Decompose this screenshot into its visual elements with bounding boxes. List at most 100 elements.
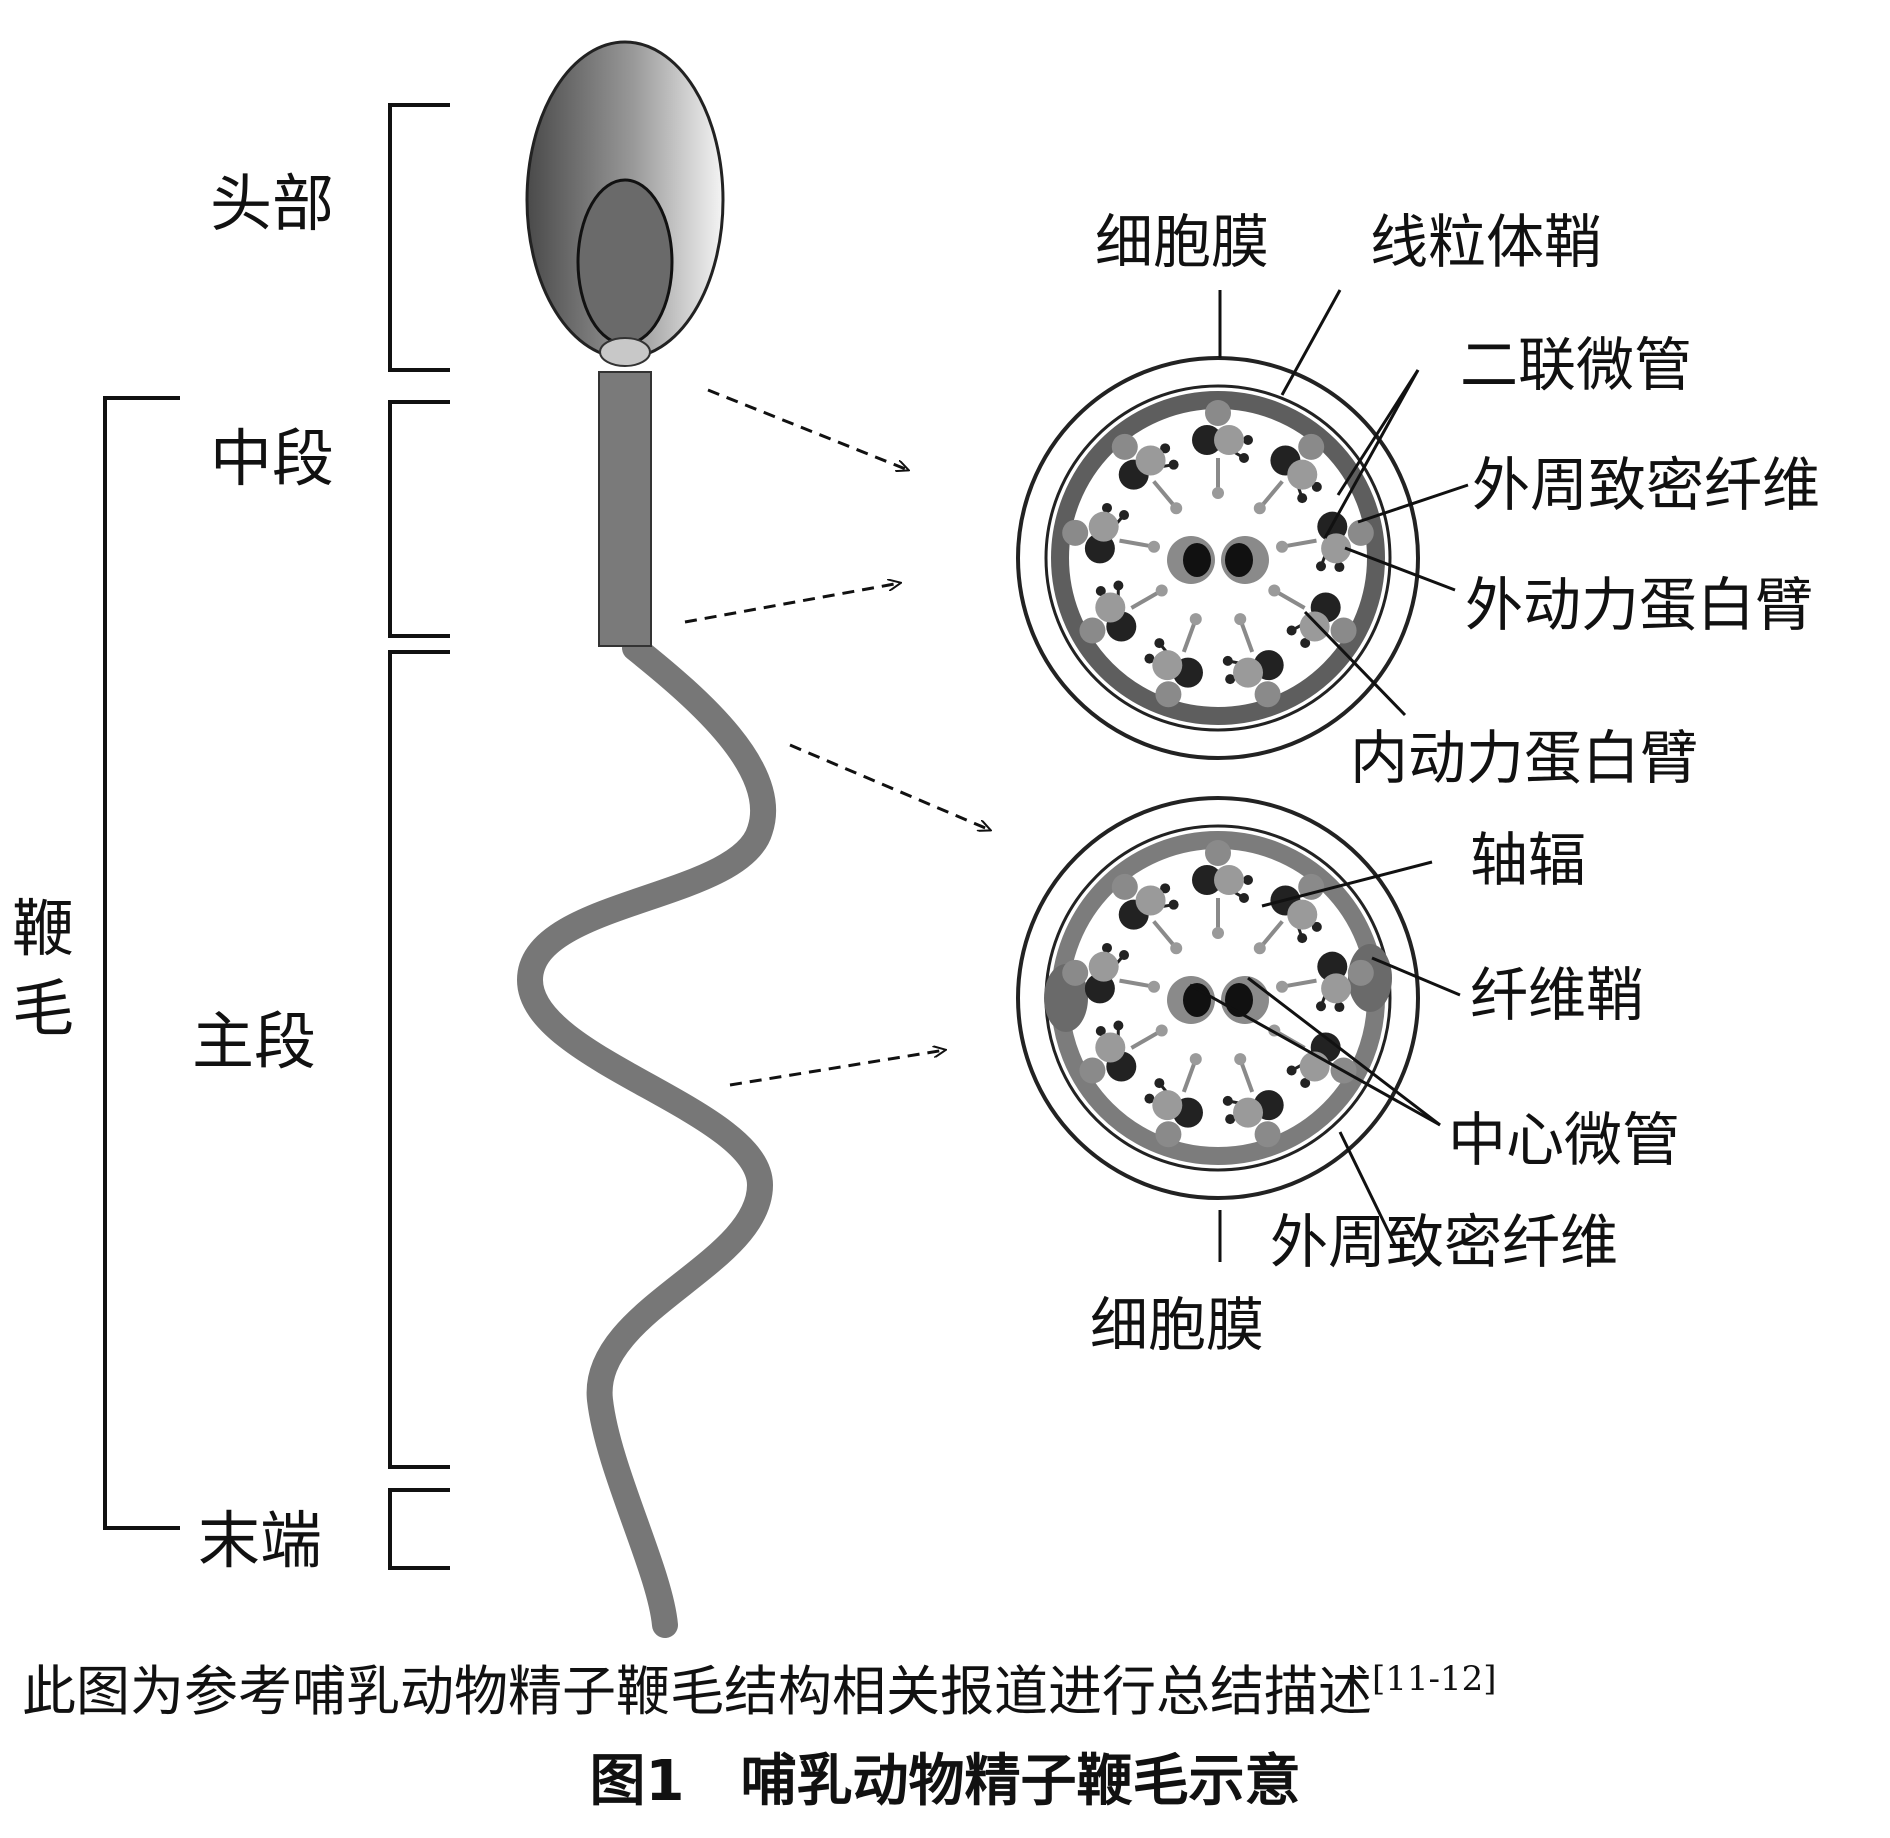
sperm-nucleus	[576, 178, 674, 346]
doublet-microtubule-b	[1088, 511, 1119, 542]
inner-dynein-arm-tip	[1119, 950, 1130, 961]
doublet-microtubule-b	[1152, 650, 1183, 681]
radial-spoke-head	[1189, 613, 1202, 626]
leader-odf-bottom	[1338, 1131, 1397, 1246]
outer-dynein-arm-tip	[1102, 502, 1113, 513]
membrane-top-label: 细胞膜	[1095, 208, 1269, 276]
outer-dynein-arm-tip	[1144, 653, 1155, 664]
doublet-microtubule-b	[1214, 425, 1244, 455]
radial-spoke-head	[1253, 502, 1266, 515]
doublet-microtubule-b	[1321, 973, 1352, 1004]
inner-dynein-arm-tip	[1154, 1078, 1165, 1089]
radial-spoke	[1130, 1030, 1161, 1050]
outer-dense-fiber	[1111, 433, 1138, 460]
midpiece-bracket	[388, 400, 450, 638]
doublet-microtubule-b	[1299, 611, 1330, 642]
outer-dense-fiber-top-label: 外周致密纤维	[1472, 451, 1820, 519]
midpiece-label: 中段	[210, 422, 334, 495]
radial-spoke-head	[1155, 584, 1168, 597]
doublet-microtubule-b	[1095, 1032, 1126, 1063]
outer-dynein-arm-label: 外动力蛋白臂	[1465, 571, 1813, 639]
outer-dense-fiber	[1062, 519, 1089, 546]
doublet-microtubule-b	[1135, 445, 1166, 476]
radial-spoke-head	[1253, 942, 1266, 955]
radial-spoke	[1260, 920, 1284, 948]
outer-dense-fiber	[1079, 617, 1106, 644]
leader-doublet-1	[1336, 369, 1420, 496]
radial-spoke-head	[1170, 502, 1183, 515]
inner-dynein-arm-label: 内动力蛋白臂	[1350, 724, 1698, 792]
doublet-microtubule-b	[1287, 459, 1318, 490]
flagellum-label-1: 鞭	[12, 892, 74, 965]
outer-dynein-arm-tip	[1300, 1077, 1311, 1088]
doublet-microtubule-b	[1233, 1097, 1264, 1128]
leader-odf-top	[1357, 483, 1469, 524]
radial-spoke-head	[1170, 942, 1183, 955]
flagellum-bracket	[103, 396, 180, 1530]
outer-dense-fiber	[1079, 1057, 1106, 1084]
radial-spoke-head	[1212, 487, 1224, 499]
radial-spoke	[1239, 621, 1255, 653]
radial-spoke	[1119, 978, 1152, 989]
outer-dynein-arm-tip	[1334, 1002, 1345, 1013]
arrow-3	[789, 743, 990, 830]
radial-spoke-head	[1155, 1024, 1168, 1037]
radial-spoke-label: 轴辐	[1470, 826, 1586, 894]
inner-dynein-arm-tip	[1113, 1020, 1124, 1031]
outer-dense-fiber	[1330, 617, 1357, 644]
radial-spoke	[1275, 590, 1306, 610]
radial-spoke-head	[1234, 1053, 1247, 1066]
radial-spoke	[1284, 978, 1317, 989]
inner-dynein-arm-tip	[1239, 893, 1249, 903]
leader-central-1	[1189, 983, 1441, 1127]
sperm-midpiece	[598, 371, 652, 647]
dashed-arrows	[684, 388, 990, 1087]
doublet-microtubules-label: 二联微管	[1460, 331, 1692, 399]
radial-spoke	[1152, 480, 1176, 508]
outer-dense-fiber	[1111, 873, 1138, 900]
leader-doublet-2	[1323, 369, 1420, 539]
doublet-microtubule-b	[1152, 1090, 1183, 1121]
inner-dynein-arm-tip	[1286, 625, 1297, 636]
inner-dynein-arm-tip	[1239, 453, 1249, 463]
outer-dynein-arm-tip	[1300, 637, 1311, 648]
outer-dynein-arm-tip	[1102, 942, 1113, 953]
end-bracket	[388, 1488, 450, 1570]
radial-spoke	[1130, 590, 1161, 610]
doublet-microtubule-a	[1192, 425, 1222, 455]
doublet-microtubule-b	[1088, 951, 1119, 982]
cross-section-labels: 细胞膜 线粒体鞘 二联微管 外周致密纤维 外动力蛋白臂 内动力蛋白臂 轴辐 纤维…	[1090, 208, 1820, 1359]
doublet-microtubule-b	[1135, 885, 1166, 916]
outer-dense-fiber	[1254, 1121, 1281, 1148]
radial-spoke	[1260, 480, 1284, 508]
inner-dynein-arm-tip	[1315, 561, 1326, 572]
radial-spoke-head	[1189, 1053, 1202, 1066]
radial-spoke-head	[1268, 584, 1281, 597]
doublet-microtubule-b	[1233, 657, 1264, 688]
central-microtubule-right	[1225, 543, 1253, 577]
caption-main: 此图为参考哺乳动物精子鞭毛结构相关报道进行总结描述	[22, 1660, 1372, 1723]
principal-bracket	[388, 650, 450, 1469]
figure-title: 图1 哺乳动物精子鞭毛示意	[590, 1749, 1301, 1814]
radial-spoke-head	[1276, 980, 1289, 993]
arrow-2	[684, 583, 900, 624]
outer-dense-fiber	[1347, 519, 1374, 546]
outer-dynein-arm-tip	[1225, 674, 1236, 685]
outer-dynein-arm-tip	[1311, 481, 1322, 492]
sperm-drawing	[516, 40, 777, 1638]
head-bracket	[388, 103, 450, 372]
radial-spoke	[1152, 920, 1176, 948]
mitochondrial-sheath-label: 线粒体鞘	[1370, 208, 1602, 276]
doublet-microtubule-b	[1214, 865, 1244, 895]
inner-dynein-arm-tip	[1297, 933, 1308, 944]
radial-spoke	[1119, 538, 1152, 549]
outer-dynein-arm-tip	[1243, 435, 1253, 445]
principal-piece-cross-section	[1016, 796, 1420, 1200]
outer-dynein-arm-tip	[1144, 1093, 1155, 1104]
leader-mito-sheath	[1280, 289, 1342, 396]
radial-spoke	[1181, 1061, 1197, 1093]
central-microtubules-label: 中心微管	[1448, 1106, 1680, 1174]
leader-fibrous-sheath	[1371, 956, 1461, 997]
inner-dynein-arm-tip	[1168, 459, 1179, 470]
inner-dynein-arm-tip	[1297, 493, 1308, 504]
